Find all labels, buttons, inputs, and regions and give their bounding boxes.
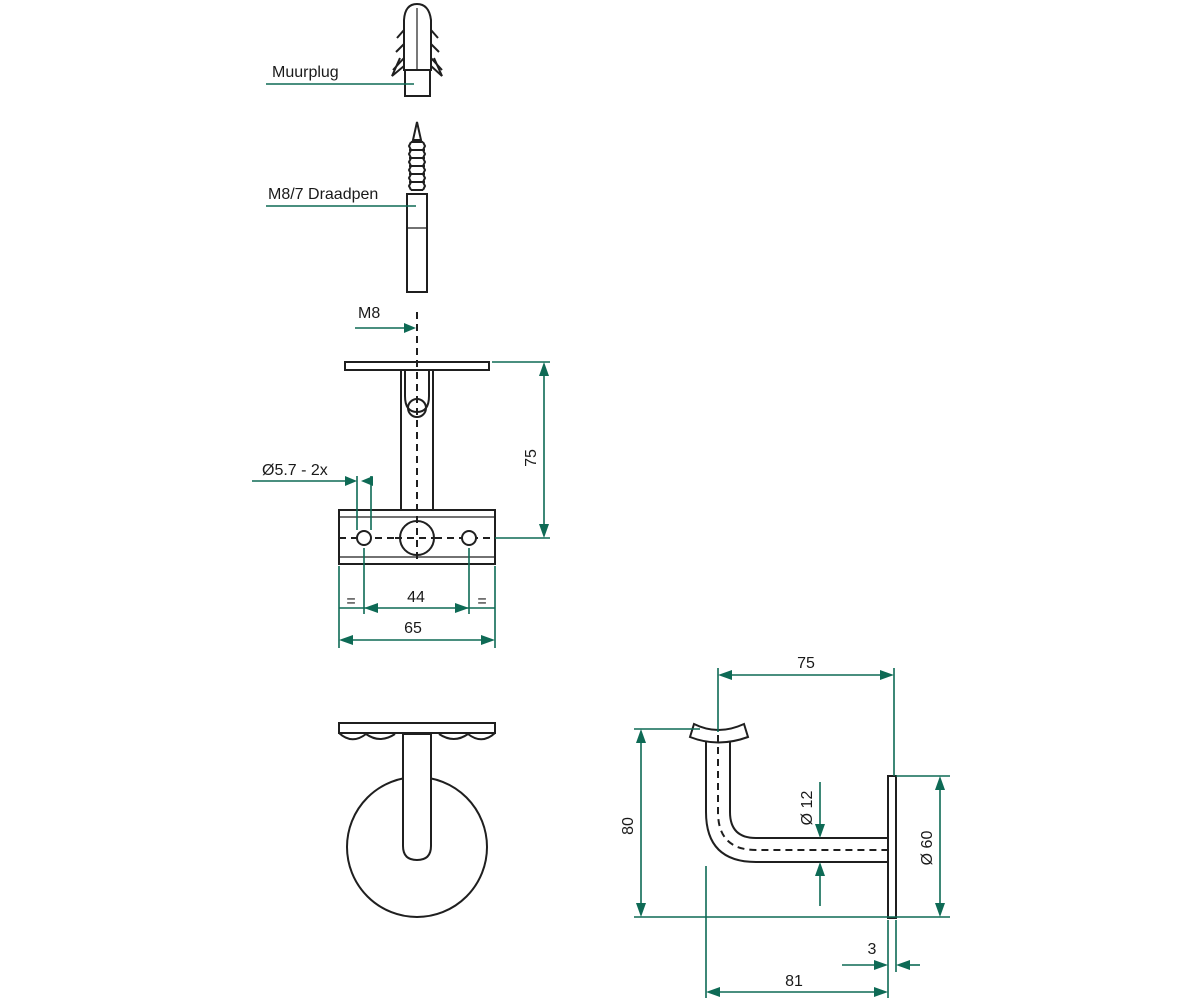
hole-spec-label: Ø5.7 - 2x [262,462,328,479]
m8-label: M8 [358,305,380,322]
wall-plug-callout: Muurplug [266,64,414,85]
hole-spacing-dimension: 44 = = [338,548,496,648]
bracket-front-view [338,312,496,565]
hole-spacing-label: 44 [407,589,425,606]
rosette-diameter-label: Ø 60 [919,831,936,866]
total-depth-label: 81 [785,973,803,990]
total-height-dimension: 80 [620,728,950,918]
bracket-side-view [688,722,897,919]
wall-plug [391,2,443,97]
total-height-label: 80 [620,817,637,835]
height-dimension-front: 75 [492,361,550,539]
threaded-pin-label: M8/7 Draadpen [268,186,378,203]
threaded-pin [406,121,428,293]
rosette-thickness-dimension: 3 [842,920,920,998]
base-width-label: 65 [404,620,422,637]
threaded-pin-callout: M8/7 Draadpen [266,186,416,207]
arm-reach-label: 75 [797,655,815,672]
bracket-rear-view [338,722,496,918]
hole-spec-callout: Ø5.7 - 2x [252,462,373,530]
tube-diameter-label: Ø 12 [799,791,816,826]
center-hole [399,520,435,556]
height-front-label: 75 [523,449,540,467]
arm-reach-dimension: 75 [717,655,895,776]
rosette-diameter-dimension: Ø 60 [896,775,950,917]
wall-plug-label: Muurplug [272,64,339,81]
tube-diameter-dimension: Ø 12 [799,782,825,906]
total-depth-dimension: 81 [705,866,888,998]
wall-plate [887,775,897,919]
rosette-thickness-label: 3 [868,941,877,958]
m8-callout: M8 [355,305,416,333]
base-width-dimension: 65 [339,620,495,645]
equal-left-label: = [346,593,355,610]
mounting-hole-right [461,530,477,546]
mounting-hole-left [356,530,372,546]
equal-right-label: = [477,593,486,610]
